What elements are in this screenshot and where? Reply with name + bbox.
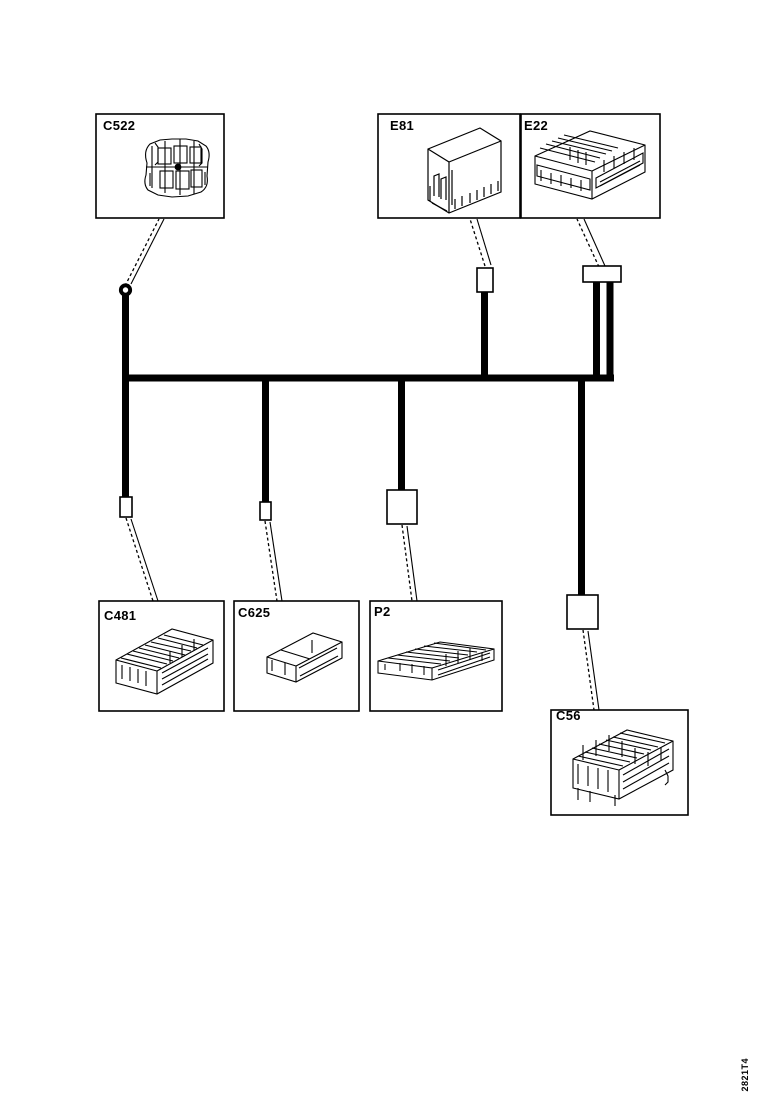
relay-module-icon <box>427 127 502 214</box>
drawing-code: 2821T4 <box>740 1058 750 1092</box>
round-multi-pin-connector-icon <box>144 138 210 198</box>
lead-line-c625-b <box>269 521 283 602</box>
fuse-box-module-icon <box>534 130 646 200</box>
lead-line-c481-b <box>130 518 159 602</box>
label-c522: C522 <box>103 118 136 133</box>
ring-terminal-icon <box>118 283 133 297</box>
label-e22: E22 <box>524 118 549 133</box>
lead-line-c522-b <box>130 218 165 285</box>
large-multi-way-connector-icon <box>572 729 674 806</box>
lead-line-p2-b <box>406 525 418 602</box>
box-c522[interactable] <box>95 113 225 219</box>
connector-body-c56 <box>566 594 599 630</box>
small-flat-connector-icon <box>266 632 343 683</box>
inline-connectors <box>119 265 622 630</box>
box-c56[interactable] <box>550 709 689 816</box>
box-e22[interactable] <box>520 113 661 219</box>
lead-lines <box>124 218 600 711</box>
connector-body-c481 <box>119 496 133 518</box>
box-c625[interactable] <box>233 600 360 712</box>
lead-line-e22 <box>576 218 600 268</box>
label-c56: C56 <box>556 708 581 723</box>
lead-line-c56-b <box>587 630 600 711</box>
box-c481[interactable] <box>98 600 225 712</box>
connector-body-e22 <box>582 265 622 283</box>
box-e81[interactable] <box>377 113 521 219</box>
box-p2[interactable] <box>369 600 503 712</box>
lead-line-e22-b <box>583 218 606 267</box>
connector-body-c625 <box>259 501 272 521</box>
lead-line-e81-b <box>476 218 492 266</box>
label-c625: C625 <box>238 605 271 620</box>
wide-terminal-strip-icon <box>377 641 495 681</box>
lead-line-c56 <box>582 629 595 711</box>
connector-body-p2 <box>386 489 418 525</box>
label-e81: E81 <box>390 118 415 133</box>
lead-line-c625 <box>264 520 278 602</box>
component-boxes <box>95 113 689 816</box>
rectangular-connector-housing-icon <box>115 628 214 695</box>
lead-line-c481 <box>125 517 154 602</box>
lead-lines-solid <box>130 218 606 711</box>
lead-line-c522 <box>124 218 160 287</box>
label-p2: P2 <box>374 604 391 619</box>
lead-line-p2 <box>401 524 413 602</box>
connector-body-e81 <box>476 267 494 293</box>
label-c481: C481 <box>104 608 137 623</box>
harness-wires <box>122 281 614 597</box>
lead-line-e81 <box>469 218 486 267</box>
